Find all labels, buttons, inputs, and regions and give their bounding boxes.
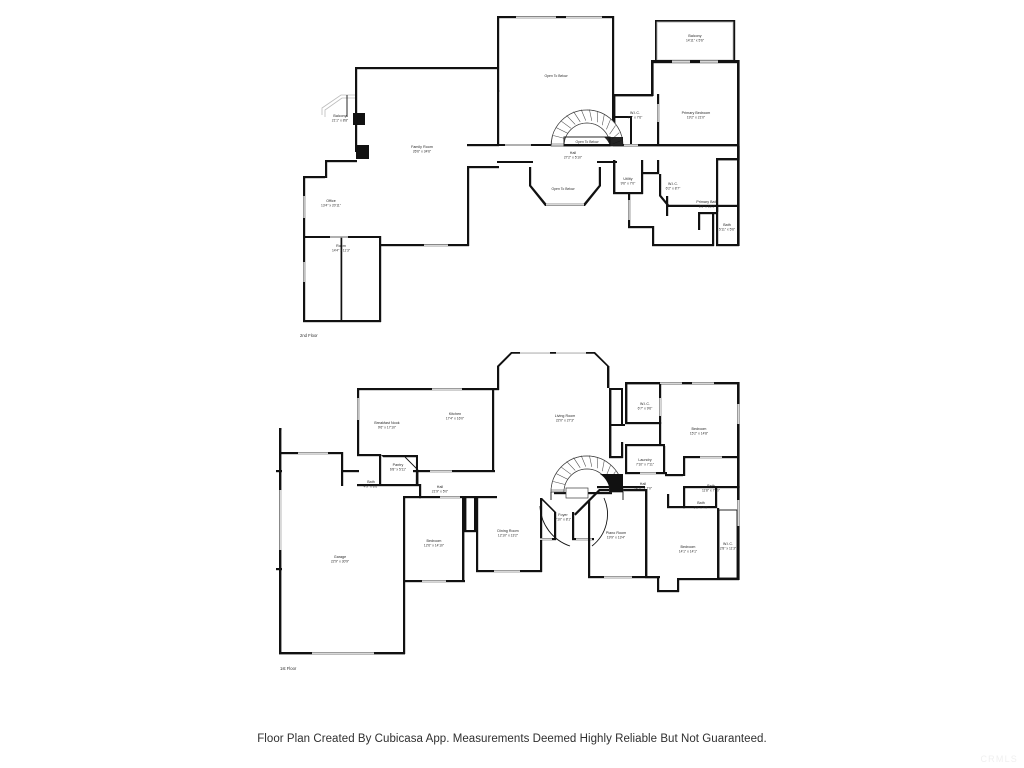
- bay-open-to-below: [529, 167, 601, 206]
- room-label-balcony-right: Balcony: [688, 34, 701, 38]
- floor-label-first: 1st Floor: [280, 666, 297, 671]
- room-label-foyer: Foyer: [558, 513, 568, 517]
- room-label-bath-2f: Bath: [723, 223, 731, 227]
- room-label-pantry: Pantry: [393, 463, 404, 467]
- room-label-bath-1f-b: Bath: [697, 501, 705, 505]
- room-label-balcony-left: Balcony: [333, 114, 346, 118]
- room-label-bath-1f-a: Bath: [707, 484, 715, 488]
- room-label-bedroom-left: Bedroom: [427, 539, 442, 543]
- floor-label-second: 2nd Floor: [300, 333, 318, 338]
- room-label-bedroom-bottom: Bedroom: [681, 545, 696, 549]
- room-label-laundry: Laundry: [638, 458, 651, 462]
- room-dim-piano-room: 19'9" x 13'4": [607, 536, 626, 540]
- room-label-bath-kitchen: Bath: [367, 480, 375, 484]
- room-dim-hall-2f: 27'2" x 5'10": [564, 156, 583, 160]
- room-label-room: Room: [336, 244, 346, 248]
- second-floor-walls: [303, 16, 740, 323]
- room-label-living-room: Living Room: [555, 414, 576, 418]
- room-label-bedroom-right: Bedroom: [692, 427, 707, 431]
- room-dim-utility: 9'6" x 7'0": [621, 182, 636, 186]
- first-floor-plan: Kitchen 17'4" x 16'0" Breakfast Nook 9'6…: [276, 352, 740, 671]
- room-dim-foyer: 7'10" x 8'1": [555, 518, 572, 522]
- room-label-hall-1f-b: Hall: [640, 482, 647, 486]
- room-dim-breakfast-nook: 9'6" x 17'10": [378, 426, 397, 430]
- second-floor-plan: Balcony 21'1" x 8'8" Family Room 26'6" x…: [300, 16, 740, 338]
- room-label-utility: Utility: [623, 177, 632, 181]
- room-label-dining-room: Dining Room: [497, 529, 518, 533]
- room-label-piano-room: Piano Room: [606, 531, 626, 535]
- open-to-below-stair: Open To Below: [576, 140, 599, 144]
- room-dim-dining-room: 12'10" x 13'2": [498, 534, 519, 538]
- room-dim-living-room: 22'0" x 27'3": [556, 419, 575, 423]
- room-label-office: Office: [326, 199, 336, 203]
- room-dim-primary-bath: 8'1" x 18'1": [699, 205, 716, 209]
- room-dim-bedroom-right: 15'2" x 14'8": [690, 432, 709, 436]
- room-label-breakfast-nook: Breakfast Nook: [374, 421, 399, 425]
- first-floor-labels: Kitchen 17'4" x 16'0" Breakfast Nook 9'6…: [280, 402, 737, 671]
- room-label-wic-2f-b: W.I.C.: [668, 182, 678, 186]
- room-label-family-room: Family Room: [411, 145, 433, 149]
- room-dim-kitchen: 17'4" x 16'0": [446, 417, 465, 421]
- open-to-below-upper: Open To Below: [545, 74, 568, 78]
- first-floor-walls: [276, 352, 740, 655]
- balcony-left-outline: [321, 94, 355, 117]
- room-dim-office: 13'4" x 20'11": [321, 204, 342, 208]
- room-dim-bath-kitchen: 4'9" x 8'6": [364, 485, 379, 489]
- room-dim-bath-1f-a: 11'8" x 7'10": [702, 489, 721, 493]
- room-label-wic-1f-a: W.I.C.: [640, 402, 650, 406]
- room-label-wic-1f-b: W.I.C.: [723, 542, 733, 546]
- room-dim-primary-bedroom: 19'2" x 21'0": [687, 116, 706, 120]
- room-dim-bath-1f-b: 5'3" x 4'9": [694, 506, 709, 510]
- room-label-garage: Garage: [334, 555, 346, 559]
- room-dim-wic-2f-a: 7'0" x 7'6": [628, 116, 643, 120]
- room-dim-wic-1f-b: 2'8" x 11'3": [720, 547, 737, 551]
- room-label-hall-1f-a: Hall: [437, 485, 444, 489]
- room-label-kitchen: Kitchen: [449, 412, 461, 416]
- room-dim-hall-1f-a: 21'9" x 5'0": [432, 490, 449, 494]
- room-dim-bedroom-left: 12'6" x 14'10": [424, 544, 445, 548]
- floor-plan-caption: Floor Plan Created By Cubicasa App. Meas…: [257, 733, 767, 745]
- room-dim-garage: 22'9" x 30'9": [331, 560, 350, 564]
- second-floor-staircase: [550, 109, 624, 147]
- room-dim-balcony-left: 21'1" x 8'8": [332, 119, 349, 123]
- room-label-primary-bedroom: Primary Bedroom: [682, 111, 711, 115]
- room-dim-bedroom-bottom: 14'1" x 14'1": [679, 550, 698, 554]
- room-dim-wic-1f-a: 6'7" x 9'6": [638, 407, 653, 411]
- room-dim-hall-1f-b: 14'11" x 7'0": [634, 487, 653, 491]
- room-dim-bath-2f: 5'11" x 5'6": [719, 228, 736, 232]
- second-floor-labels: Balcony 21'1" x 8'8" Family Room 26'6" x…: [300, 34, 736, 338]
- room-dim-balcony-right: 14'11" x 5'6": [686, 39, 705, 43]
- room-label-wic-2f-a: W.I.C.: [630, 111, 640, 115]
- open-to-below-bay: Open To Below: [552, 187, 575, 191]
- room-label-primary-bath: Primary Bath: [696, 200, 717, 204]
- crmls-watermark: CRMLS: [980, 754, 1018, 764]
- room-dim-pantry: 6'8" x 5'11": [390, 468, 407, 472]
- room-dim-room: 14'4" x 11'3": [332, 249, 351, 253]
- room-label-hall-2f: Hall: [570, 151, 577, 155]
- first-floor-staircase: [539, 455, 624, 547]
- room-dim-wic-2f-b: 6'2" x 8'7": [666, 187, 681, 191]
- room-dim-laundry: 7'10" x 7'11": [636, 463, 655, 467]
- room-dim-family-room: 26'6" x 34'6": [413, 150, 432, 154]
